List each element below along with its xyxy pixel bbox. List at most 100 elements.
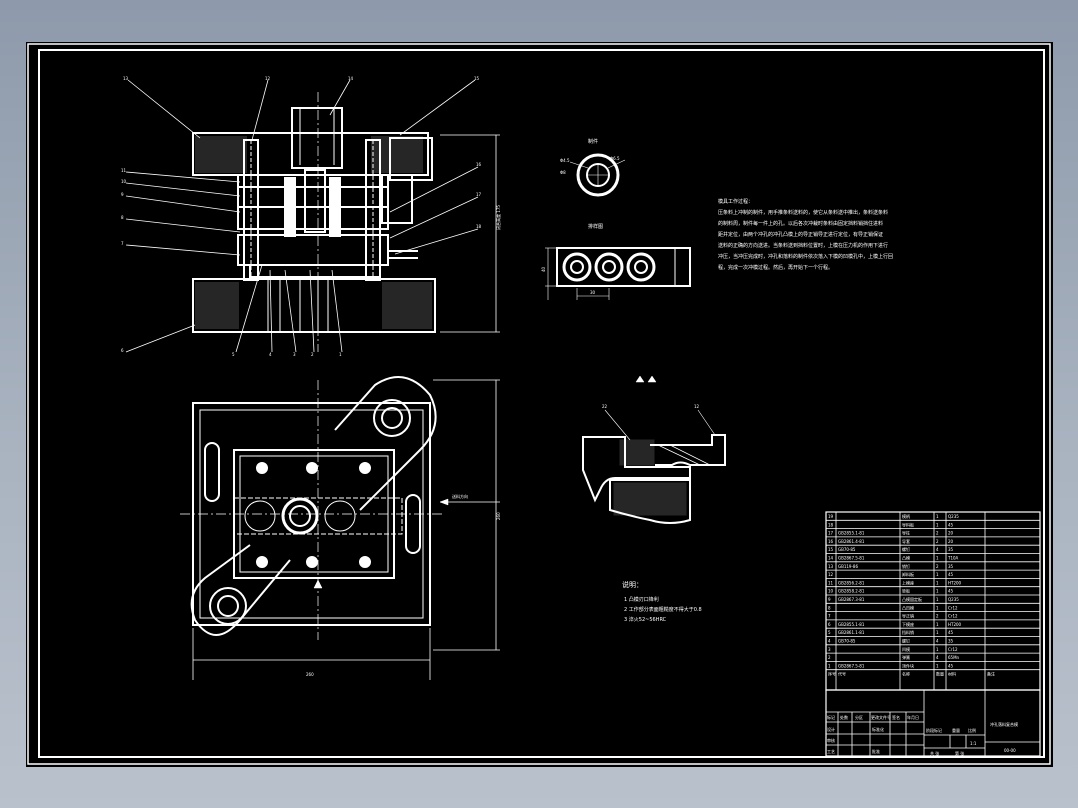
stage-label: 阶段标记 <box>926 727 942 733</box>
bom-cell: 凸模 <box>902 555 910 561</box>
bom-cell: GB2858.2-81 <box>838 589 865 594</box>
bom-cell: GB2867.5-81 <box>838 663 865 668</box>
sheet-no: 第 张 <box>955 750 964 756</box>
bom-cell: 螺钉 <box>902 638 910 644</box>
bom-cell: 6 <box>828 622 831 627</box>
bom-header-cell: 备注 <box>987 671 995 677</box>
callout-3: 3 <box>293 352 296 357</box>
bom-cell: HT200 <box>948 580 962 585</box>
part-label: 制件 <box>588 138 598 145</box>
part-dim-1: Φ4.5 <box>560 158 570 163</box>
bom-cell: 2 <box>936 531 939 536</box>
title-block <box>825 689 1041 757</box>
bom-cell: Cr12 <box>948 605 958 610</box>
sheet-total: 共 张 <box>930 750 939 756</box>
bom-cell: 4 <box>828 639 831 644</box>
bom-cell: 10 <box>828 589 834 594</box>
mark-label-2: 处数 <box>840 714 848 720</box>
bom-cell: 1 <box>936 663 939 668</box>
callout-16: 16 <box>476 162 482 167</box>
bom-cell: 导套 <box>902 538 910 544</box>
bom-cell: 7 <box>828 614 831 619</box>
callout-11: 11 <box>121 168 127 173</box>
strip-width-dim: 40 <box>541 266 546 272</box>
plan-view-labels: 送料方向 260 260 <box>306 493 501 677</box>
strip-layout-view <box>545 247 691 300</box>
bom-cell: 3 <box>828 647 831 652</box>
working-process-line-3: 距并定位，由两个冲孔的冲孔凸模上的导正销导正进行定位，有导正销保证 <box>718 231 883 238</box>
bom-cell: 1 <box>936 556 939 561</box>
mark-label-1: 标记 <box>827 714 835 720</box>
bom-cell: T10A <box>947 556 959 561</box>
bom-cell: 顶件块 <box>902 662 914 668</box>
bom-cell: 1 <box>936 589 939 594</box>
technical-notes: 说明： 1 凸模刃口锋利 2 工作部分表面粗糙度不得大于0.8 3 淬火52~5… <box>622 580 702 623</box>
strip-pitch-dim: 30 <box>590 290 596 295</box>
bom-cell: 1 <box>936 572 939 577</box>
bom-cell: GB2856.2-81 <box>838 580 865 585</box>
drawing-name: 冲孔落料复合模 <box>990 721 1018 727</box>
bom-cell: GB70-85 <box>838 547 856 552</box>
mark-label-6: 年月日 <box>907 714 919 720</box>
bom-cell: 45 <box>948 589 954 594</box>
working-process-line-5: 冲压，当冲压完成时，冲孔和落料的制件依次落入下模的凹模孔中，上模上行回 <box>718 253 893 260</box>
bom-cell: 35 <box>948 564 954 569</box>
design-label: 设计 <box>827 726 835 732</box>
working-process-line-4: 送料的正确的方向送进。当条料送到挡料位置时，上模在压力机的作用下进行 <box>718 242 888 249</box>
bom-cell: 45 <box>948 572 954 577</box>
bom-cell: 45 <box>948 522 954 527</box>
bom-cell: 导料板 <box>902 521 914 527</box>
bom-cell: 1 <box>936 597 939 602</box>
mark-label-3: 分区 <box>855 714 863 720</box>
bill-of-materials <box>825 511 1041 691</box>
bom-header-cell: 序号 <box>828 671 836 677</box>
callout-8: 8 <box>121 215 124 220</box>
bom-cell: 18 <box>828 522 834 527</box>
outer-frame <box>27 43 1051 765</box>
callout-10: 10 <box>121 179 127 184</box>
bom-cell: 2 <box>936 539 939 544</box>
bom-cell: 12 <box>828 572 834 577</box>
bom-cell: 19 <box>828 514 834 519</box>
scale-value: 1:1 <box>970 741 977 746</box>
part-dim-2: Φ6.5 <box>610 156 620 161</box>
bom-cell: GB2867.5-81 <box>838 556 865 561</box>
bom-cell: 弹簧 <box>902 654 910 660</box>
bom-cell: 8 <box>828 605 831 610</box>
bom-cell: 凸模固定板 <box>902 596 922 602</box>
working-process-title: 模具工作过程： <box>718 198 753 205</box>
bom-cell: 凸凹模 <box>902 604 914 610</box>
callout-2: 2 <box>311 352 314 357</box>
detail-view-labels: 22 12 <box>602 404 700 409</box>
bom-cell: 卸料板 <box>902 571 914 577</box>
notes-title: 说明： <box>622 580 643 589</box>
title-block-text: 标记 处数 分区 更改文件号 签名 年月日 设计 标准化 审核 工艺 批准 阶段… <box>827 714 1018 756</box>
bom-cell: 2 <box>936 614 939 619</box>
feed-direction-note: 送料方向 <box>452 493 468 499</box>
working-process-line-6: 程，完成一次冲模过程。然后，再开始下一个行程。 <box>718 264 833 271</box>
check-label: 审核 <box>827 737 835 743</box>
strip-layout-title: 排样图 <box>588 223 603 230</box>
working-process-line-1: 压条料上冲制的制件，用手推条料送料的，使它从条料送中推出，条料送条料 <box>718 209 888 216</box>
callout-17: 17 <box>476 192 482 197</box>
bom-header-cell: 材料 <box>948 671 956 677</box>
callout-15: 15 <box>474 76 480 81</box>
bom-cell: HT200 <box>948 622 962 627</box>
front-section-view <box>192 92 436 352</box>
part-view <box>569 153 626 197</box>
part-dim-3: Φ8 <box>560 170 566 175</box>
plan-view <box>180 376 500 680</box>
callout-7: 7 <box>121 241 124 246</box>
bom-cell: 13 <box>828 564 834 569</box>
bom-cell: 20 <box>948 539 954 544</box>
working-process-text: 模具工作过程： 压条料上冲制的制件，用手推条料送料的，使它从条料送中推出，条料送… <box>718 198 893 271</box>
weight-label: 重量 <box>952 727 960 733</box>
bom-cell: 14 <box>828 556 834 561</box>
bom-cell: GB2867.3-81 <box>838 597 865 602</box>
bom-cell: 1 <box>936 622 939 627</box>
bom-cell: Cr12 <box>948 614 958 619</box>
drawing-sheet <box>26 42 1053 767</box>
bom-cell: 65Mn <box>948 655 960 660</box>
